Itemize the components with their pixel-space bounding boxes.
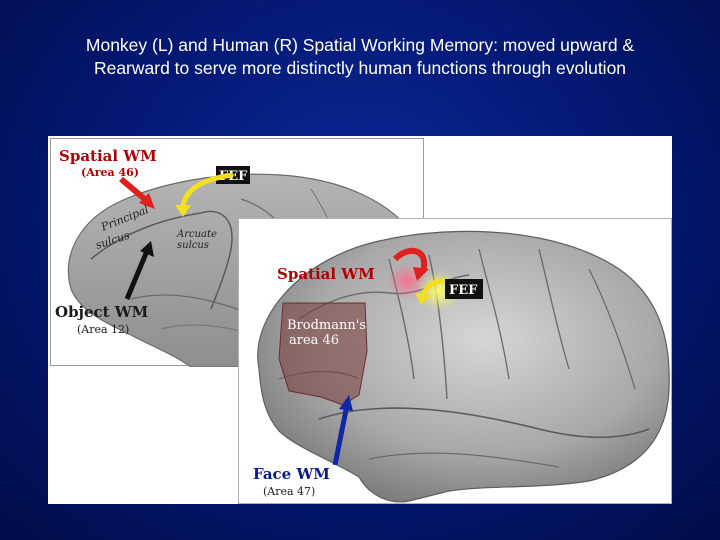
- monkey-red-arrow: [119, 176, 149, 204]
- slide-title: Monkey (L) and Human (R) Spatial Working…: [0, 34, 720, 80]
- area47-label: (Area 47): [263, 485, 315, 498]
- human-fef-box: [445, 279, 483, 299]
- face-wm-label: Face WM: [253, 465, 330, 483]
- arcuate-sulcus-line: [200, 210, 233, 310]
- human-blue-arrow: [332, 404, 350, 466]
- object-wm-label: Object WM: [55, 303, 148, 321]
- human-brain-figure: Spatial WM FEF Brodmann's area 46 Face W…: [238, 218, 672, 504]
- area12-label: (Area 12): [77, 323, 129, 336]
- human-red-arrow: [392, 247, 428, 272]
- human-fef-label: FEF: [449, 283, 478, 298]
- title-line-1: Monkey (L) and Human (R) Spatial Working…: [85, 35, 635, 55]
- principal-sulcus-line: [90, 212, 202, 260]
- brodmann-label: Brodmann's: [287, 318, 366, 333]
- brodmann-area46-label: area 46: [289, 333, 339, 348]
- monkey-black-arrow: [124, 250, 150, 300]
- monkey-area46-label: (Area 46): [81, 166, 139, 179]
- monkey-spatial-wm-label: Spatial WM: [59, 147, 157, 165]
- monkey-fef-label: FEF: [219, 169, 248, 184]
- human-brain-svg: Spatial WM FEF Brodmann's area 46 Face W…: [253, 230, 670, 503]
- arcuate-sulcus-label: sulcus: [177, 240, 209, 251]
- monkey-yellow-arrow: [180, 172, 234, 210]
- human-spatial-wm-label: Spatial WM: [277, 265, 375, 283]
- title-line-2: Rearward to serve more distinctly human …: [93, 58, 627, 78]
- arcuate-label: Arcuate: [176, 229, 217, 240]
